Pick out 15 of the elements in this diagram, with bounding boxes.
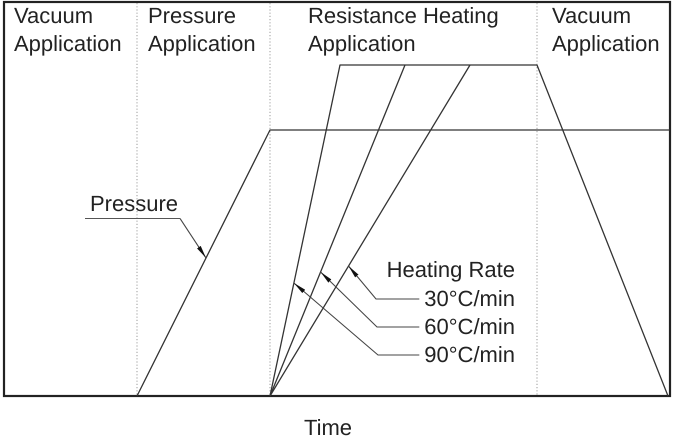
phase-heading: Pressure Application (148, 2, 257, 58)
phase-heading: Vacuum Application (14, 2, 123, 58)
leader-line (320, 272, 420, 328)
leader-line (348, 266, 420, 300)
leader-line (294, 282, 420, 356)
temperature-curve (269, 64, 669, 396)
phase-heading: Resistance Heating Application (308, 2, 500, 58)
rate-label: 30°C/min (419, 285, 515, 313)
curve-label: Pressure (85, 190, 180, 219)
rate-label: 90°C/min (419, 341, 515, 369)
rate-label: 60°C/min (419, 313, 515, 341)
axis-label: Time (304, 414, 352, 442)
leader-line (180, 218, 206, 258)
rate-heading: Heating Rate (386, 256, 515, 284)
phase-heading: Vacuum Application (552, 2, 661, 58)
